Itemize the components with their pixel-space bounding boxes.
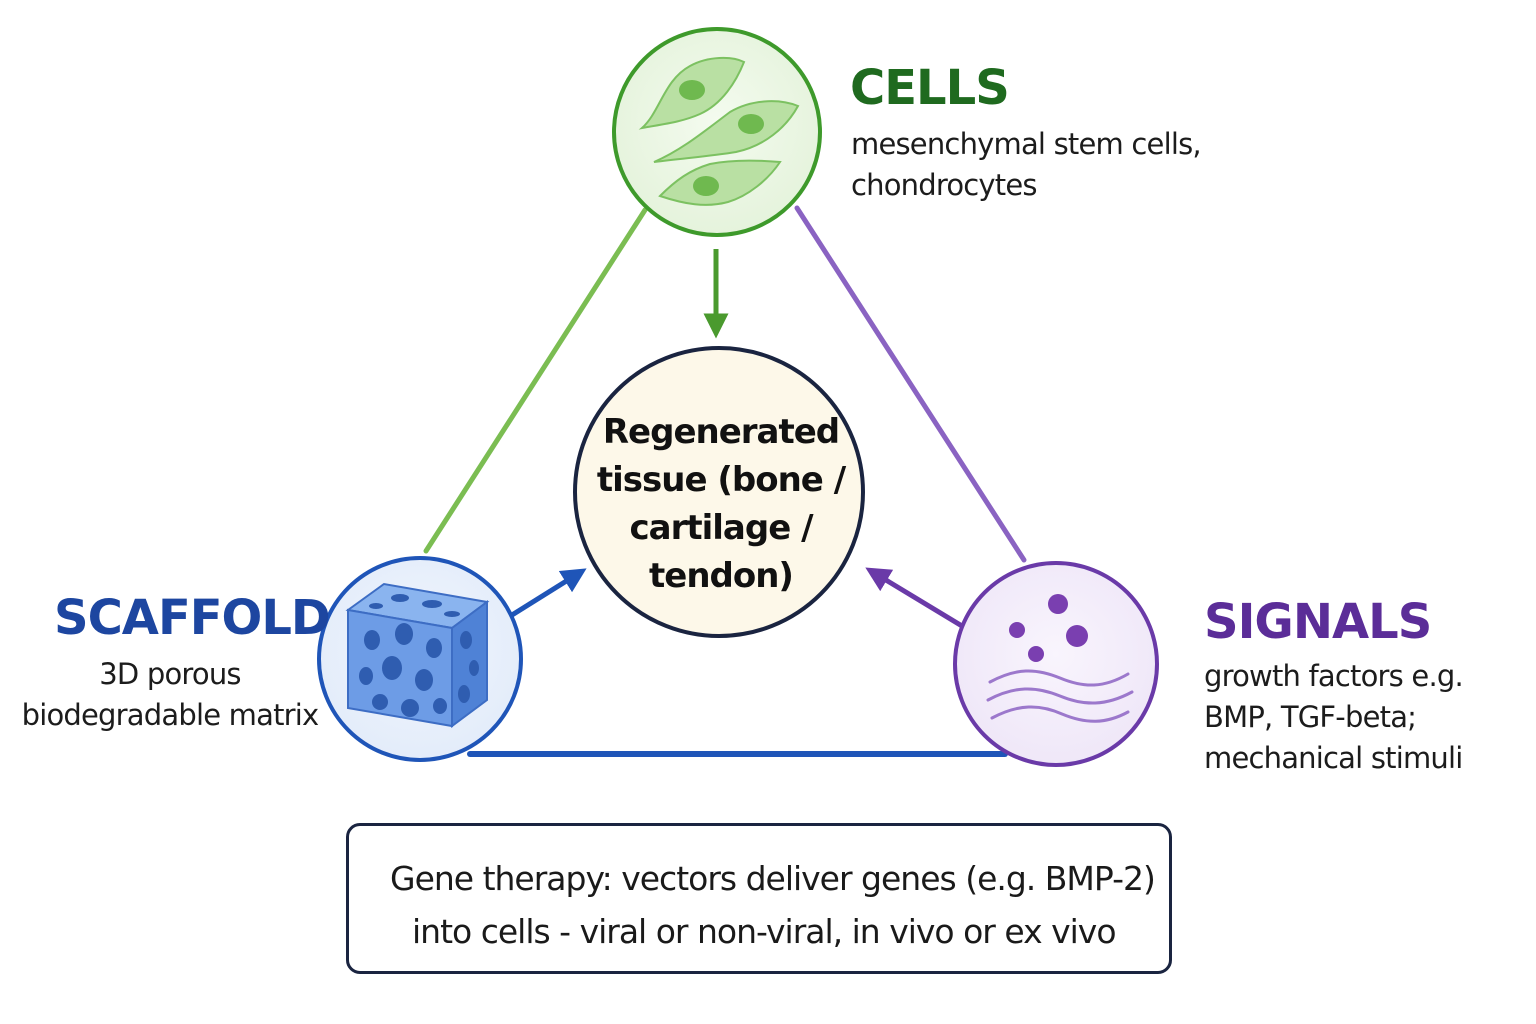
triangle-edges xyxy=(423,205,1027,757)
signals-node xyxy=(953,561,1159,767)
cells-desc-line-2: chondrocytes xyxy=(851,168,1038,202)
signals-desc-line-2: BMP, TGF-beta; xyxy=(1204,700,1417,734)
scaffold-title: SCAFFOLD xyxy=(54,590,331,646)
gene-therapy-line-1: Gene therapy: vectors deliver genes (e.g… xyxy=(390,859,1156,898)
center-line-1: Regenerated xyxy=(602,412,840,452)
signals-description: growth factors e.g. BMP, TGF-beta; mecha… xyxy=(1204,656,1464,779)
cells-title: CELLS xyxy=(850,60,1010,116)
edge-cells-signals xyxy=(794,205,1027,563)
gene-therapy-box xyxy=(346,823,1172,974)
regenerated-tissue-circle xyxy=(573,346,865,638)
signals-circle xyxy=(953,561,1159,767)
scaffold-desc-line-2: biodegradable matrix xyxy=(21,698,320,732)
signals-desc-line-3: mechanical stimuli xyxy=(1204,741,1463,775)
scaffold-description: 3D porous biodegradable matrix xyxy=(20,654,320,736)
regenerated-tissue-label: Regenerated tissue (bone / cartilage / t… xyxy=(580,408,862,600)
arrow-scaffold-to-tissue xyxy=(510,568,587,618)
cells-node xyxy=(612,27,822,237)
scaffold-node xyxy=(317,556,523,762)
signals-desc-line-1: growth factors e.g. xyxy=(1204,659,1464,693)
molecules-waves-icon xyxy=(986,594,1134,723)
center-line-2: tissue (bone / xyxy=(596,460,846,500)
signals-title: SIGNALS xyxy=(1204,594,1432,650)
arrow-signals-to-tissue xyxy=(865,567,964,629)
cells-icon xyxy=(638,56,800,206)
arrows-to-center xyxy=(510,249,964,629)
scaffold-desc-line-1: 3D porous xyxy=(99,657,241,691)
gene-therapy-text: Gene therapy: vectors deliver genes (e.g… xyxy=(390,852,1156,958)
cells-description: mesenchymal stem cells, chondrocytes xyxy=(851,124,1202,206)
gene-therapy-line-2: into cells - viral or non-viral, in vivo… xyxy=(412,912,1117,951)
porous-cube-icon xyxy=(345,582,490,728)
cells-desc-line-1: mesenchymal stem cells, xyxy=(851,127,1202,161)
center-line-4: tendon) xyxy=(649,556,794,596)
edge-cells-scaffold xyxy=(423,207,648,554)
center-line-3: cartilage / xyxy=(629,508,813,548)
